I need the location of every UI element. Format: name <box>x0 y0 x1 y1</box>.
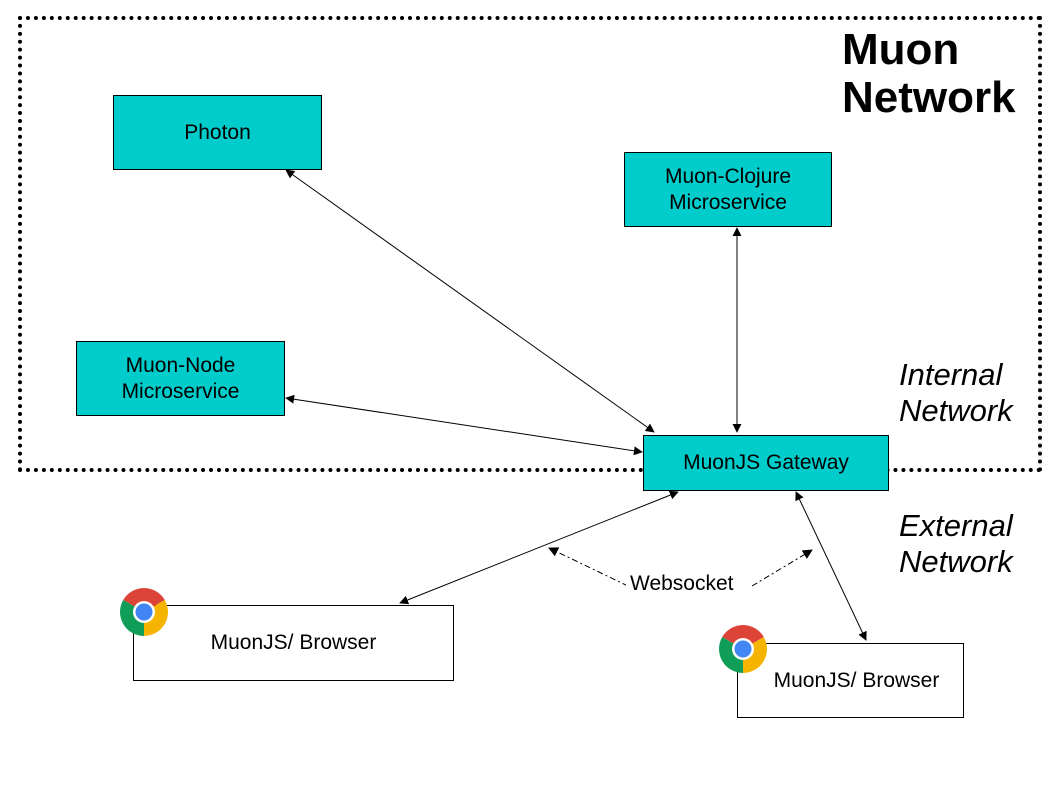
browser-client-right[interactable]: MuonJS/ Browser <box>737 643 964 718</box>
websocket-pointer-left <box>548 547 629 587</box>
edge-photon-gateway <box>285 169 655 433</box>
muon-clojure-node[interactable]: Muon-Clojure Microservice <box>624 152 832 227</box>
muon-network-boundary <box>18 16 1042 472</box>
websocket-pointer-right <box>751 549 813 587</box>
muonjs-gateway-node[interactable]: MuonJS Gateway <box>643 435 889 491</box>
external-network-label: External Network <box>899 508 1013 579</box>
edge-gateway-browser-right <box>795 491 867 641</box>
muon-network-title: Muon Network <box>842 25 1016 122</box>
chrome-icon <box>718 624 768 674</box>
photon-node[interactable]: Photon <box>113 95 322 170</box>
browser-client-left[interactable]: MuonJS/ Browser <box>133 605 454 681</box>
edge-node-gateway <box>285 394 643 456</box>
muon-node-node[interactable]: Muon-Node Microservice <box>76 341 285 416</box>
edge-gateway-browser-left <box>399 490 679 605</box>
chrome-icon <box>119 587 169 637</box>
internal-network-label: Internal Network <box>899 357 1013 428</box>
websocket-label: Websocket <box>626 570 738 598</box>
